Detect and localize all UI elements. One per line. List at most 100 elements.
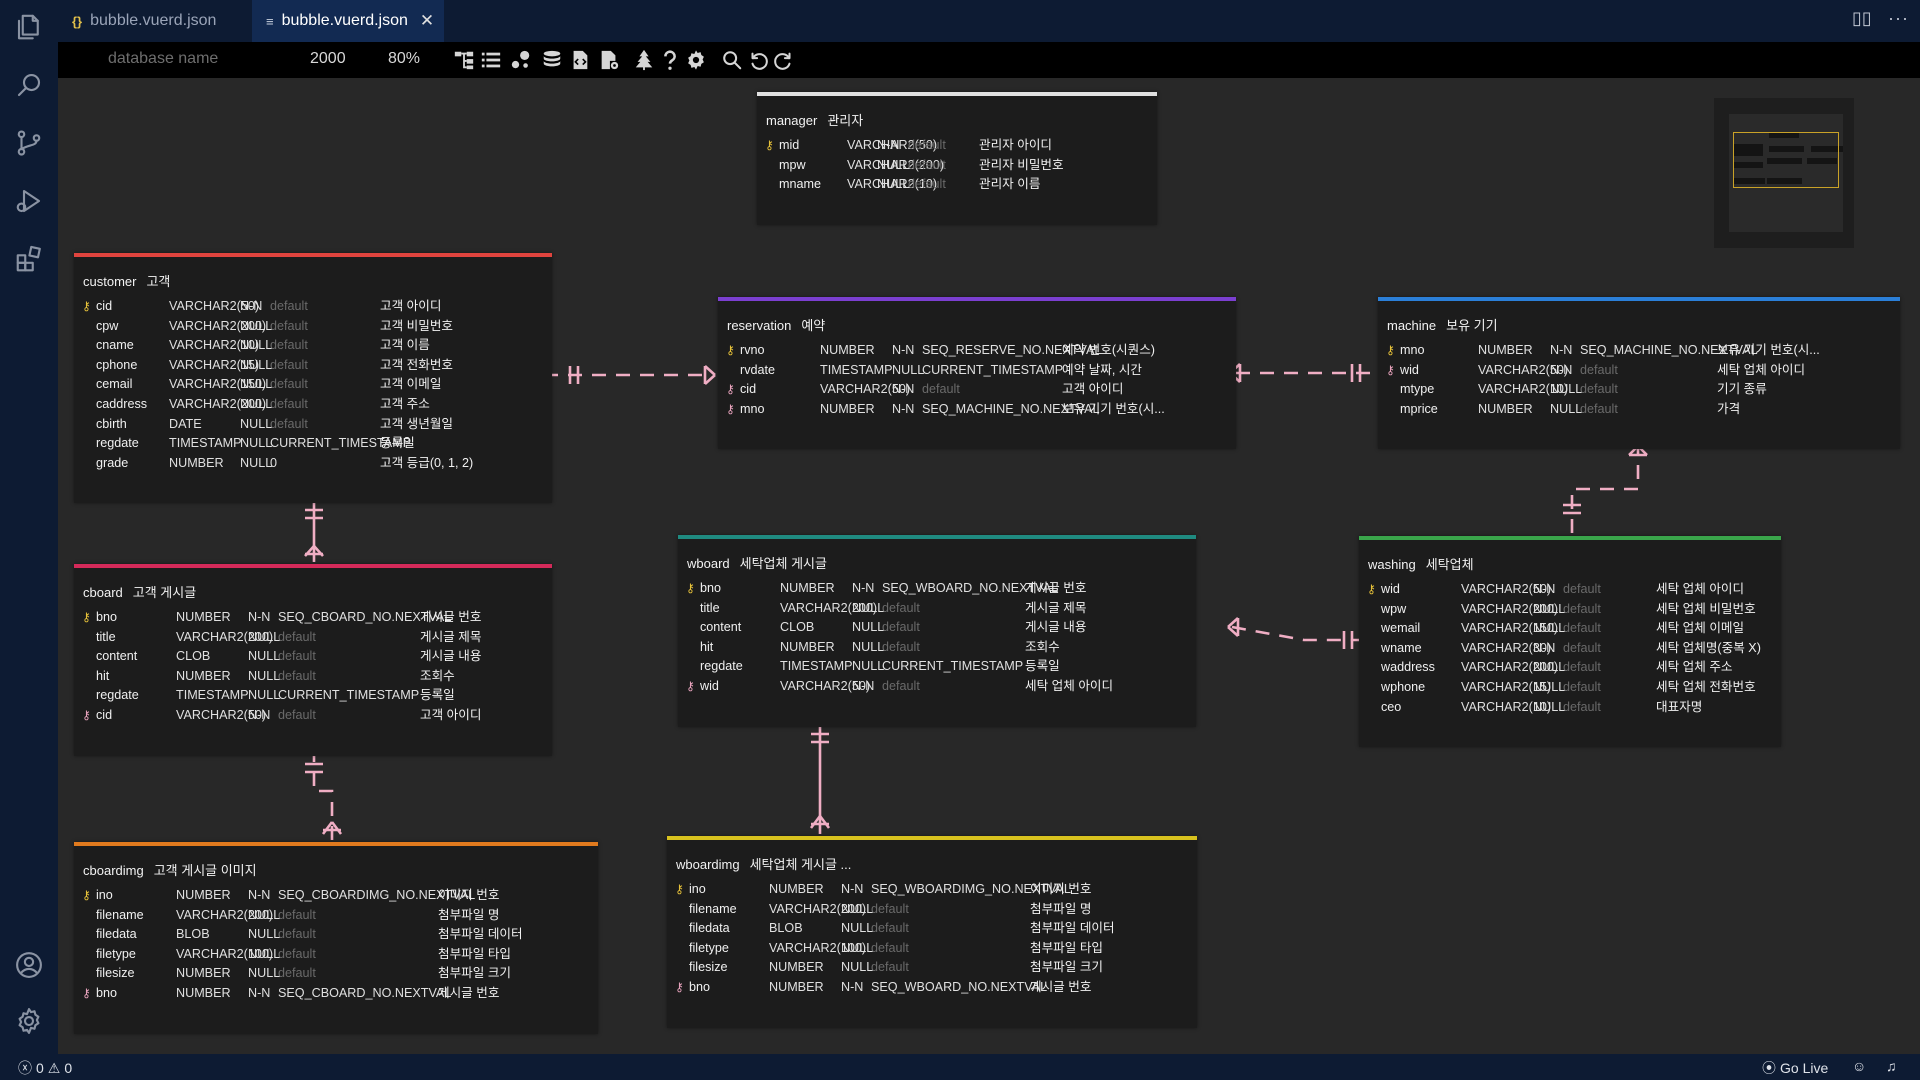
column-type[interactable]: NUMBER	[176, 888, 231, 902]
column-default[interactable]: default	[882, 620, 920, 635]
database-icon[interactable]	[540, 48, 564, 72]
account-icon[interactable]	[12, 948, 46, 982]
column-name[interactable]: wid	[700, 678, 719, 693]
column-name[interactable]: wpw	[1381, 601, 1407, 616]
column-type[interactable]: VARCHAR2(200)	[176, 629, 274, 644]
column-name[interactable]: filename	[96, 907, 144, 922]
settings-icon[interactable]	[684, 48, 708, 72]
column-nullable[interactable]: N-N	[1533, 582, 1556, 596]
column-type[interactable]: VARCHAR2(100)	[769, 940, 867, 955]
column-type[interactable]: VARCHAR2(50)	[847, 138, 938, 152]
column-default[interactable]: 0	[270, 455, 278, 470]
column-comment[interactable]: 첨부파일 데이터	[1030, 921, 1115, 936]
column-default[interactable]: default	[908, 157, 946, 172]
table-comment[interactable]: 고객 게시글	[132, 585, 197, 600]
column-type[interactable]: VARCHAR2(200)	[169, 396, 267, 411]
column-default[interactable]: SEQ_WBOARDIMG_NO.NEXTVAL	[871, 882, 1071, 896]
column-nullable[interactable]: NULL	[852, 639, 885, 654]
column-type[interactable]: CLOB	[176, 649, 211, 664]
column-default[interactable]: default	[278, 927, 316, 942]
column-nullable[interactable]: N-N	[248, 888, 271, 902]
column-nullable[interactable]: NULL	[877, 177, 910, 192]
column-default[interactable]: default	[270, 338, 308, 353]
column-type[interactable]: TIMESTAMP	[820, 362, 893, 377]
run-debug-icon[interactable]	[12, 184, 46, 218]
column-nullable[interactable]: N-N	[841, 979, 864, 994]
column-default[interactable]: default	[1563, 660, 1601, 675]
column-default[interactable]: default	[270, 318, 308, 333]
column-default[interactable]: default	[270, 396, 308, 411]
column-comment[interactable]: 가격	[1717, 401, 1741, 416]
column-default[interactable]: default	[882, 678, 920, 693]
table-comment[interactable]: 예약	[801, 318, 826, 333]
column-default[interactable]: default	[1580, 382, 1618, 397]
column-type[interactable]: NUMBER	[780, 581, 835, 595]
table-name[interactable]: cboard	[83, 585, 123, 600]
table-name[interactable]: wboardimg	[676, 857, 740, 872]
table-name[interactable]: customer	[83, 274, 137, 289]
column-comment[interactable]: 세탁 업체 이메일	[1656, 621, 1745, 636]
column-nullable[interactable]: N-N	[852, 581, 875, 595]
column-comment[interactable]: 등록일	[420, 688, 455, 703]
column-name[interactable]: regdate	[96, 436, 139, 451]
column-type[interactable]: VARCHAR2(15)	[1461, 679, 1552, 694]
column-name[interactable]: ceo	[1381, 699, 1402, 714]
column-default[interactable]: default	[278, 668, 316, 683]
column-name[interactable]: filedata	[96, 927, 137, 942]
column-name[interactable]: hit	[96, 668, 110, 683]
column-type[interactable]: NUMBER	[176, 668, 231, 683]
column-nullable[interactable]: NULL	[1550, 401, 1583, 416]
column-type[interactable]: VARCHAR2(50)	[780, 678, 871, 693]
column-type[interactable]: VARCHAR2(200)	[1461, 660, 1559, 675]
column-default[interactable]: default	[270, 299, 308, 313]
column-name[interactable]: mtype	[1400, 382, 1435, 397]
column-name[interactable]: title	[96, 629, 116, 644]
column-comment[interactable]: 예약 날짜, 시간	[1062, 362, 1143, 377]
column-type[interactable]: VARCHAR2(10)	[847, 177, 938, 192]
column-nullable[interactable]: NULL	[240, 318, 273, 333]
column-type[interactable]: VARCHAR2(50)	[176, 707, 267, 722]
column-type[interactable]: VARCHAR2(10)	[1478, 382, 1569, 397]
table-name[interactable]: machine	[1387, 318, 1437, 333]
column-nullable[interactable]: N-N	[1533, 640, 1556, 655]
column-name[interactable]: content	[700, 620, 742, 635]
search-icon[interactable]	[720, 48, 744, 72]
column-name[interactable]: wemail	[1381, 621, 1421, 636]
column-name[interactable]: regdate	[700, 659, 743, 674]
column-default[interactable]: default	[1563, 640, 1601, 655]
column-type[interactable]: NUMBER	[1478, 343, 1533, 357]
tab-json-file[interactable]: {} bubble.vuerd.json	[58, 0, 280, 42]
table-name[interactable]: manager	[766, 113, 818, 128]
column-default[interactable]: default	[270, 416, 308, 431]
column-comment[interactable]: 고객 등급(0, 1, 2)	[380, 455, 474, 470]
column-comment[interactable]: 세탁 업체 아이디	[1025, 678, 1114, 693]
column-default[interactable]: SEQ_WBOARD_NO.NEXTVAL	[871, 979, 1048, 994]
column-comment[interactable]: 세탁 업체 비밀번호	[1656, 601, 1756, 616]
